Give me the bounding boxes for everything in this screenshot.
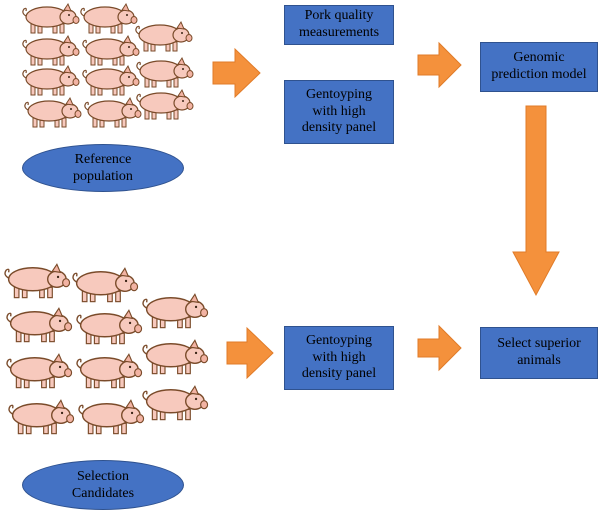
arrow-right-icon xyxy=(417,41,462,89)
select-superior-box: Select superior animals xyxy=(480,327,598,379)
reference-population-ellipse: Reference population xyxy=(22,144,184,192)
genotyping-bottom-box: Gentoyping with high density panel xyxy=(284,326,394,390)
selection-candidates-label: Selection Candidates xyxy=(71,468,135,502)
arrow-down-icon xyxy=(512,105,560,297)
arrow-right-icon xyxy=(417,324,462,372)
genomic-model-box: Genomic prediction model xyxy=(480,42,598,92)
genotyping-top-label: Gentoyping with high density panel xyxy=(301,86,377,136)
select-superior-label: Select superior animals xyxy=(497,336,581,368)
genotyping-top-box: Gentoyping with high density panel xyxy=(284,80,394,144)
genomic-model-label: Genomic prediction model xyxy=(491,50,587,82)
pork-quality-label: Pork quality measurements xyxy=(298,8,380,40)
pork-quality-box: Pork quality measurements xyxy=(284,5,394,45)
arrow-right-icon xyxy=(226,326,274,380)
arrow-right-icon xyxy=(212,47,261,99)
reference-population-label: Reference population xyxy=(73,151,133,185)
genotyping-bottom-label: Gentoyping with high density panel xyxy=(301,332,377,382)
selection-candidates-ellipse: Selection Candidates xyxy=(22,460,184,510)
